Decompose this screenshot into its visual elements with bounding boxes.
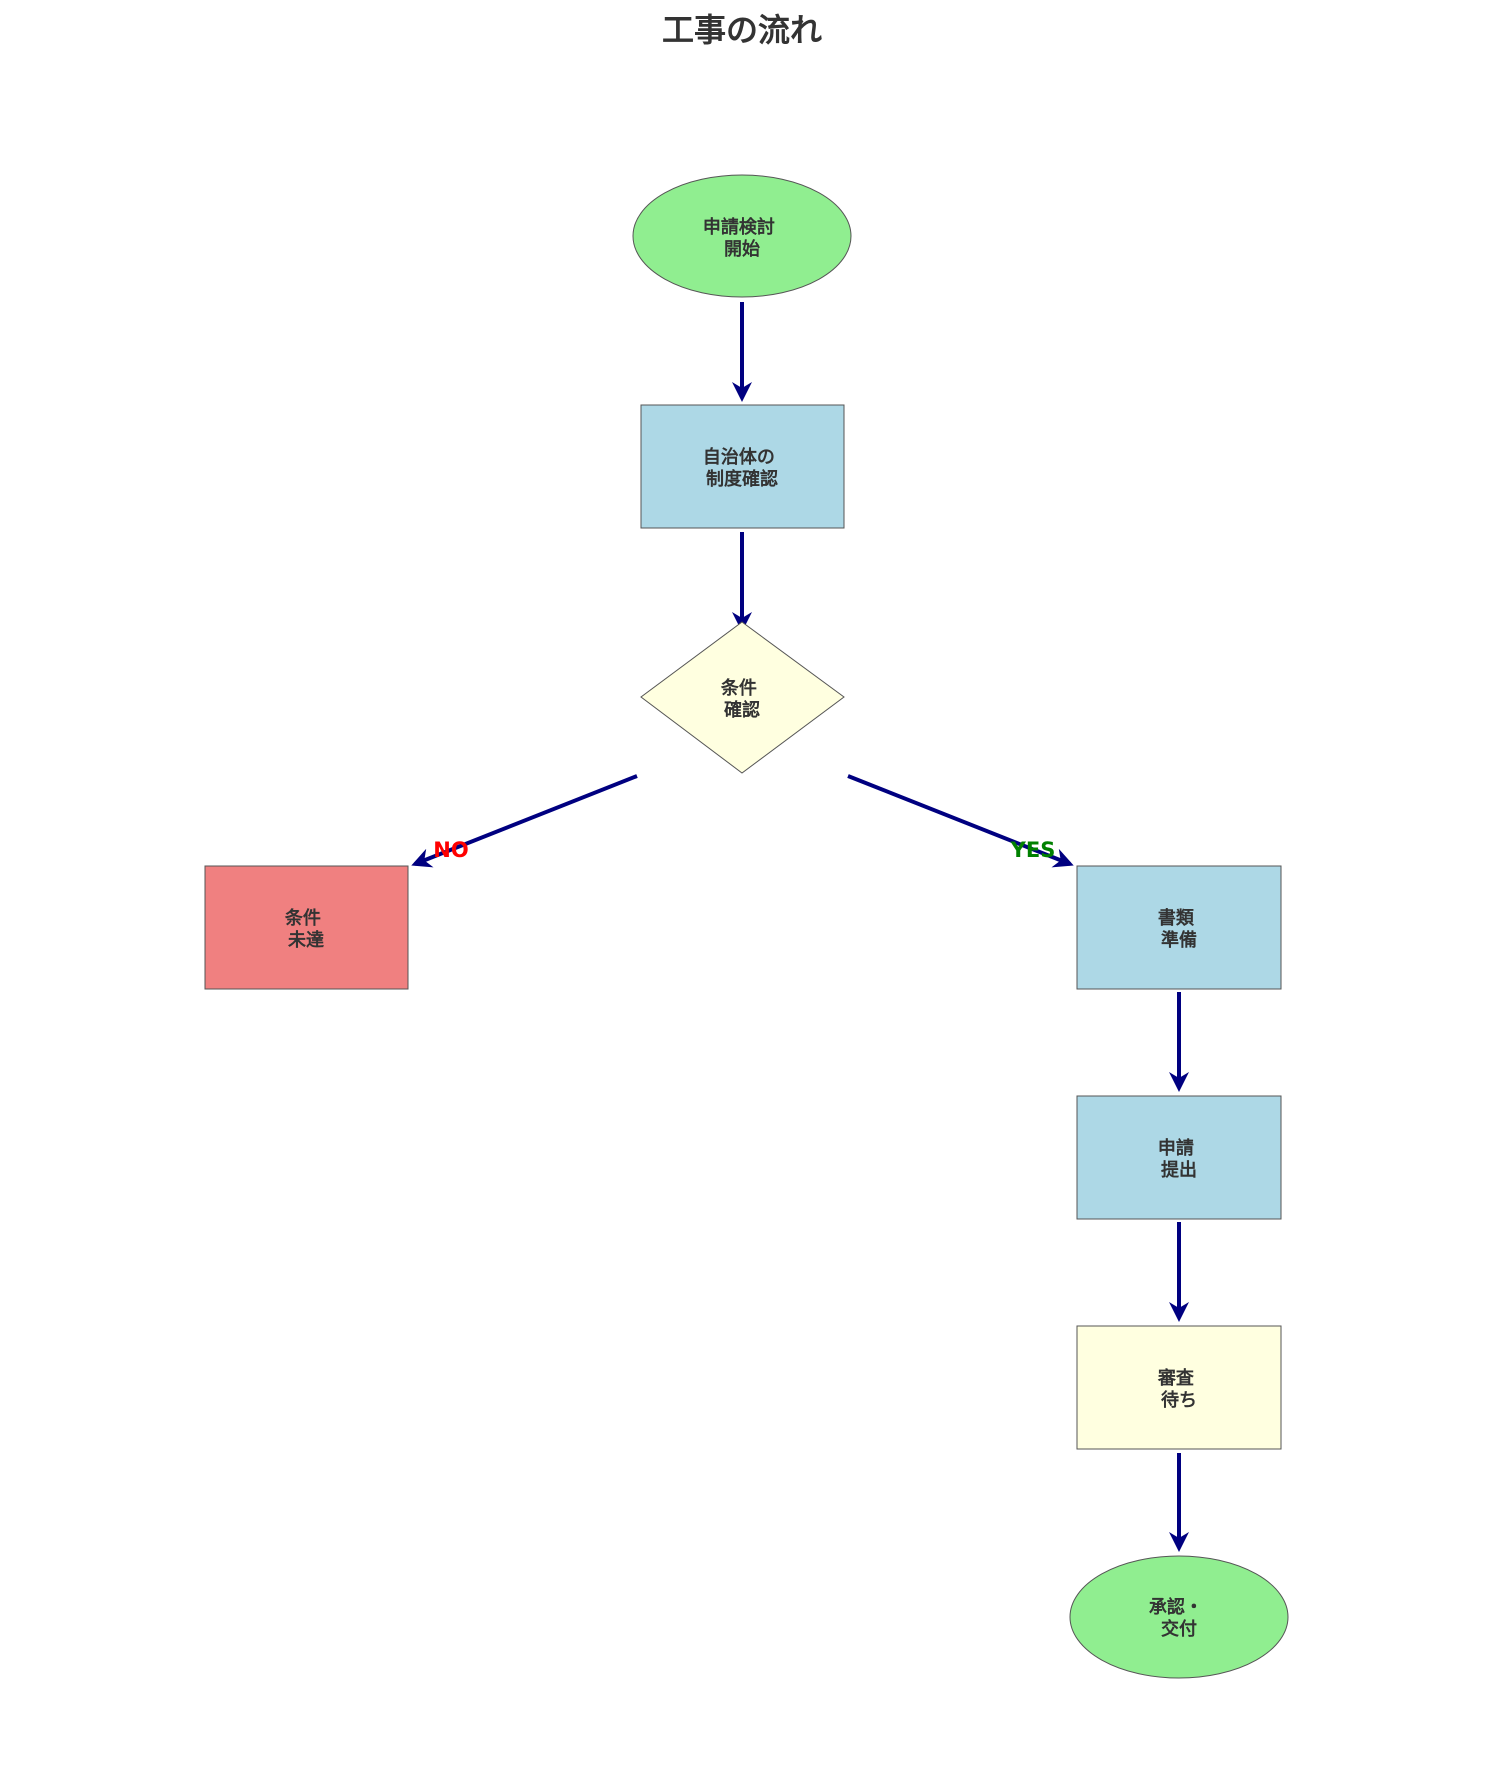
edges (411, 302, 1189, 1552)
submit-process-shape (1076, 1095, 1282, 1220)
node-start: 申請検討 開始 (632, 174, 852, 298)
check-system-label: 自治体の 制度確認 (703, 446, 781, 490)
check-system-process-shape (640, 404, 845, 529)
check-condition-decision-shape (640, 621, 845, 774)
wait-review-process-shape (1076, 1325, 1282, 1450)
not-met-process-shape (204, 865, 409, 990)
not-met-label: 条件 未達 (284, 907, 327, 951)
edge-label-no: NO (433, 838, 468, 862)
diagram-title: 工事の流れ (662, 11, 822, 49)
prepare-docs-label: 書類 準備 (1158, 908, 1200, 951)
submit-label: 申請 提出 (1158, 1137, 1200, 1181)
node-prepare-docs: 書類 準備 (1076, 865, 1282, 990)
prepare-docs-process-shape (1076, 865, 1282, 990)
node-check-system: 自治体の 制度確認 (640, 404, 845, 529)
approve-terminal-shape (1069, 1555, 1289, 1679)
node-submit: 申請 提出 (1076, 1095, 1282, 1220)
start-terminal-shape (632, 174, 852, 298)
approve-label: 承認・ 交付 (1149, 1596, 1209, 1640)
check-condition-label: 条件 確認 (720, 677, 763, 721)
edge-label-yes: YES (1010, 838, 1056, 862)
start-label: 申請検討 開始 (703, 216, 781, 260)
edge-condition-to-not-met (411, 774, 638, 868)
wait-review-label: 審査 待ち (1157, 1367, 1200, 1411)
node-not-met: 条件 未達 (204, 865, 409, 990)
node-wait-review: 審査 待ち (1076, 1325, 1282, 1450)
node-check-condition: 条件 確認 (640, 621, 845, 774)
node-approve: 承認・ 交付 (1069, 1555, 1289, 1679)
edge-condition-to-prepare-docs (847, 774, 1074, 868)
